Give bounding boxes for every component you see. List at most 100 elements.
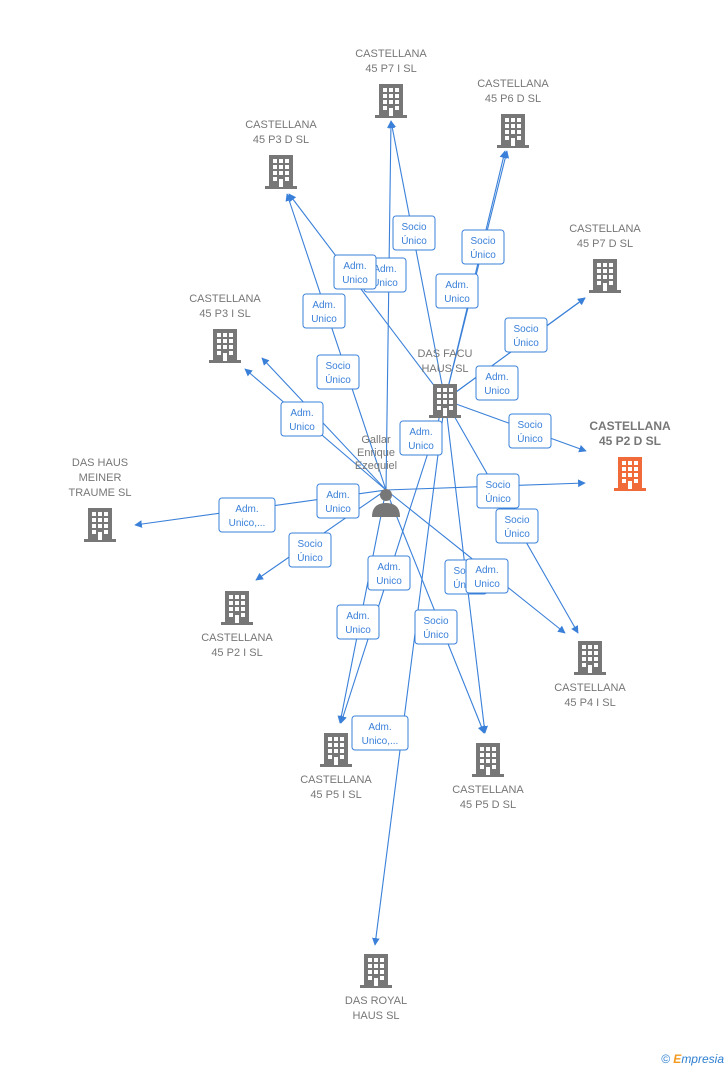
relation-label[interactable]: Adm. Unico [435, 273, 479, 309]
company-label-line: HAUS SL [421, 363, 468, 375]
relation-text: Socio [513, 324, 538, 335]
relation-label[interactable]: Adm.Unico [336, 604, 380, 640]
relation-text: Único [517, 432, 543, 445]
relation-label[interactable]: Adm. Unico [399, 420, 443, 456]
relation-text: Adm. [312, 300, 335, 311]
relation-text: Socio [485, 480, 510, 491]
relation-text: Único [485, 492, 511, 505]
building-icon [614, 457, 646, 491]
person-label-line: Ezequiel [355, 460, 397, 472]
relation-text: Adm. [377, 562, 400, 573]
relation-text: Adm. [346, 611, 369, 622]
relation-text: Socio [401, 222, 426, 233]
relation-text: Unico,... [362, 736, 399, 747]
relation-text: Socio [297, 539, 322, 550]
relation-text: Socio [504, 515, 529, 526]
building-icon [320, 733, 352, 767]
relation-text: Unico [372, 278, 398, 289]
relation-text: Unico,... [229, 518, 266, 529]
company-node-p4i[interactable]: CASTELLANA 45 P4 I SL [554, 641, 626, 709]
relation-text: Adm. [343, 261, 366, 272]
company-node-p3d[interactable]: CASTELLANA 45 P3 D SL [245, 119, 317, 189]
person-label-line: Enrique [357, 447, 395, 459]
relation-text: Unico [474, 579, 500, 590]
brand-name: mpresia [681, 1052, 724, 1066]
company-label-line: CASTELLANA [554, 682, 626, 694]
copyright-symbol: © [661, 1052, 670, 1066]
relation-label[interactable]: Adm.Unico [316, 483, 360, 519]
relation-text: Adm. [409, 427, 432, 438]
relation-text: Único [423, 628, 449, 641]
company-label-line: 45 P5 D SL [460, 799, 516, 811]
empresia-logo[interactable]: © Empresia [661, 1052, 724, 1066]
relation-text: Unico [289, 422, 315, 433]
relation-text: Único [401, 234, 427, 247]
relation-text: Adm. [368, 722, 391, 733]
company-node-facu[interactable]: DAS FACU HAUS SL [417, 348, 473, 418]
relation-text: Único [504, 527, 530, 540]
relation-label[interactable]: Adm.Unico [333, 254, 377, 290]
building-icon [221, 591, 253, 625]
relation-label[interactable]: Adm.Unico [367, 555, 411, 591]
building-icon [360, 954, 392, 988]
relation-label[interactable]: Adm.Unico,... [218, 497, 276, 533]
relation-text: Unico [325, 504, 351, 515]
company-label-line: 45 P2 I SL [211, 647, 262, 659]
relation-text: Socio [423, 616, 448, 627]
company-label-line: DAS FACU [417, 348, 472, 360]
company-label-line: CASTELLANA [189, 293, 261, 305]
company-label-line: 45 P6 D SL [485, 93, 541, 105]
relation-text: Unico [444, 294, 470, 305]
relation-text: Unico [484, 386, 510, 397]
relation-label[interactable]: Adm. Unico,... [351, 715, 409, 751]
building-icon [84, 508, 116, 542]
company-label-line: CASTELLANA [477, 78, 549, 90]
relation-label[interactable]: Adm.Unico [465, 558, 509, 594]
company-label-line: CASTELLANA [245, 119, 317, 131]
company-label-line: DAS HAUS [72, 457, 128, 469]
company-label-line: 45 P4 I SL [564, 697, 615, 709]
building-icon [589, 259, 621, 293]
relation-text: Adm. [445, 280, 468, 291]
relation-text: Único [325, 373, 351, 386]
relation-edge [261, 357, 387, 491]
person-icon [372, 489, 400, 517]
company-node-p6d[interactable]: CASTELLANA 45 P6 D SL [477, 78, 549, 148]
company-label-line: 45 P3 D SL [253, 134, 309, 146]
relation-text: Unico [311, 314, 337, 325]
building-icon [574, 641, 606, 675]
relation-text: Adm. [485, 372, 508, 383]
relation-edge [372, 399, 446, 946]
relation-edge [388, 120, 446, 401]
building-icon [209, 329, 241, 363]
relation-label[interactable]: Adm. Unico [302, 293, 346, 329]
building-icon [429, 384, 461, 418]
relation-text: Adm. [373, 264, 396, 275]
relation-label[interactable]: Adm. Unico [475, 365, 519, 401]
relation-label[interactable]: Adm.Unico [280, 401, 324, 437]
company-label-line: 45 P2 D SL [599, 434, 661, 448]
relation-text: Unico [408, 441, 434, 452]
company-label-line: CASTELLANA [355, 48, 427, 60]
